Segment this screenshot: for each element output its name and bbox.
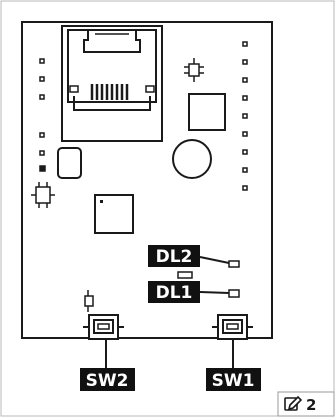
switch-sw1	[212, 314, 253, 340]
figure-number: 2	[306, 396, 316, 414]
small-component	[177, 271, 193, 279]
label-sw2-text: SW2	[86, 371, 129, 391]
sot-package-left	[31, 182, 55, 208]
ic-chip	[94, 194, 134, 234]
label-dl2: DL2	[148, 245, 200, 267]
label-sw1-text: SW1	[212, 371, 255, 391]
label-dl1-text: DL1	[156, 283, 193, 303]
round-component	[172, 139, 212, 179]
pencil-edit-icon	[284, 395, 303, 411]
right-header-pads	[242, 41, 248, 191]
label-sw1: SW1	[206, 368, 261, 391]
label-sw2: SW2	[80, 368, 135, 391]
transistor-top	[184, 58, 204, 82]
ethernet-jack	[61, 25, 163, 142]
oval-component	[57, 147, 82, 179]
label-dl1: DL1	[148, 281, 200, 303]
square-component	[188, 93, 226, 131]
label-dl2-text: DL2	[156, 247, 193, 267]
led-dl1	[228, 289, 240, 298]
led-dl2	[228, 260, 240, 268]
figure-reference: 2	[277, 391, 335, 417]
switch-sw2	[83, 314, 124, 340]
left-pads-upper	[39, 58, 45, 100]
leader-lines	[105, 256, 234, 368]
left-pads-lower	[39, 132, 46, 172]
transistor-bottom	[84, 290, 94, 312]
